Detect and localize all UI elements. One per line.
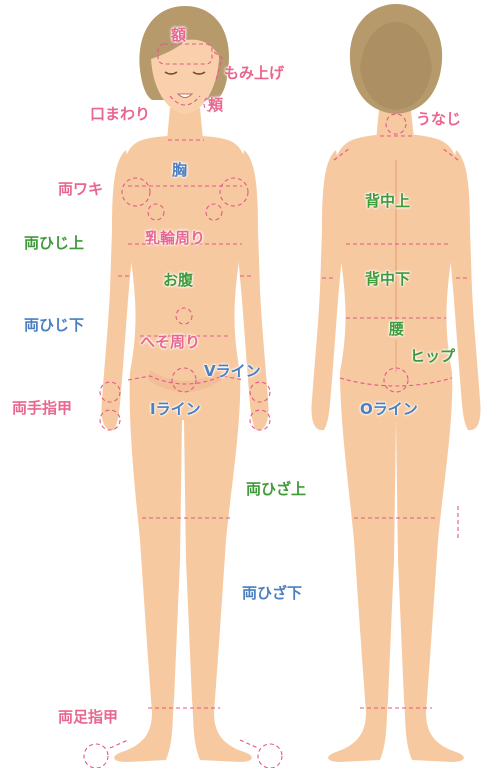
toe-line-right [239, 739, 259, 749]
front-arm-right [234, 150, 269, 431]
label-upper-back: 背中上 [365, 192, 411, 210]
front-mouth [176, 93, 194, 98]
front-neck [167, 108, 203, 140]
toe-line-left [109, 739, 129, 749]
label-around-navel: へそ周り [140, 333, 201, 351]
label-around-mouth: 口まわり [90, 105, 151, 123]
front-eye-right [192, 71, 206, 75]
areola-region-left [147, 203, 165, 221]
navel-region [175, 307, 193, 325]
label-o-line: Oライン [360, 400, 418, 418]
v-line-region [127, 375, 245, 385]
label-upper-elbows: 両ひじ上 [24, 234, 85, 252]
underarm-region-right [219, 177, 249, 207]
sideburn-region [213, 51, 223, 81]
toe-region-right [257, 743, 283, 768]
mouth-region [169, 95, 201, 106]
back-hair-shade [360, 22, 432, 110]
label-upper-knees: 両ひざ上 [246, 480, 307, 498]
label-forehead: 額 [171, 26, 187, 44]
label-toe-nails: 両足指甲 [58, 708, 119, 726]
back-figure [311, 4, 481, 762]
nape-region [385, 113, 407, 135]
label-v-line: Vライン [204, 362, 261, 380]
areola-region-right [205, 203, 223, 221]
label-waist: 腰 [389, 320, 405, 338]
label-chest: 胸 [172, 161, 188, 179]
front-legs [114, 372, 252, 762]
label-sideburns: もみ上げ [224, 64, 285, 82]
front-panty [148, 370, 222, 392]
hand-region-left-top [99, 381, 121, 403]
label-cheeks: 頬 [208, 96, 224, 114]
label-areola: 乳輪周り [145, 229, 206, 247]
back-arm-left [311, 150, 346, 431]
region-markers [83, 43, 470, 768]
shoulder-line-left-back [333, 147, 351, 161]
hand-region-left-bottom [99, 409, 121, 431]
forehead-region [157, 43, 213, 65]
back-arm-right [446, 150, 481, 431]
front-bangs [148, 13, 224, 62]
front-eye-left [164, 71, 178, 75]
hip-line [339, 377, 453, 387]
label-stomach: お腹 [163, 271, 194, 289]
back-legs [328, 372, 464, 762]
label-lower-elbows: 両ひじ下 [24, 316, 85, 334]
label-lower-knees: 両ひざ下 [242, 584, 303, 602]
hand-region-right-top [249, 381, 271, 403]
label-hips: ヒップ [410, 347, 456, 365]
front-arm-left [101, 150, 136, 431]
cheek-region [203, 95, 221, 113]
i-line-region [171, 367, 197, 393]
label-i-line: Iライン [150, 400, 201, 418]
label-lower-back: 背中下 [365, 270, 411, 288]
hand-region-right-bottom [249, 409, 271, 431]
label-finger-nails: 両手指甲 [12, 399, 73, 417]
front-figure [101, 6, 269, 762]
toe-region-left [83, 743, 109, 768]
front-torso [122, 135, 248, 372]
underarm-region-left [121, 177, 151, 207]
label-underarms: 両ワキ [58, 180, 104, 198]
label-nape: うなじ [416, 110, 462, 128]
shoulder-line-right-back [441, 147, 459, 161]
o-line-region [383, 367, 409, 393]
